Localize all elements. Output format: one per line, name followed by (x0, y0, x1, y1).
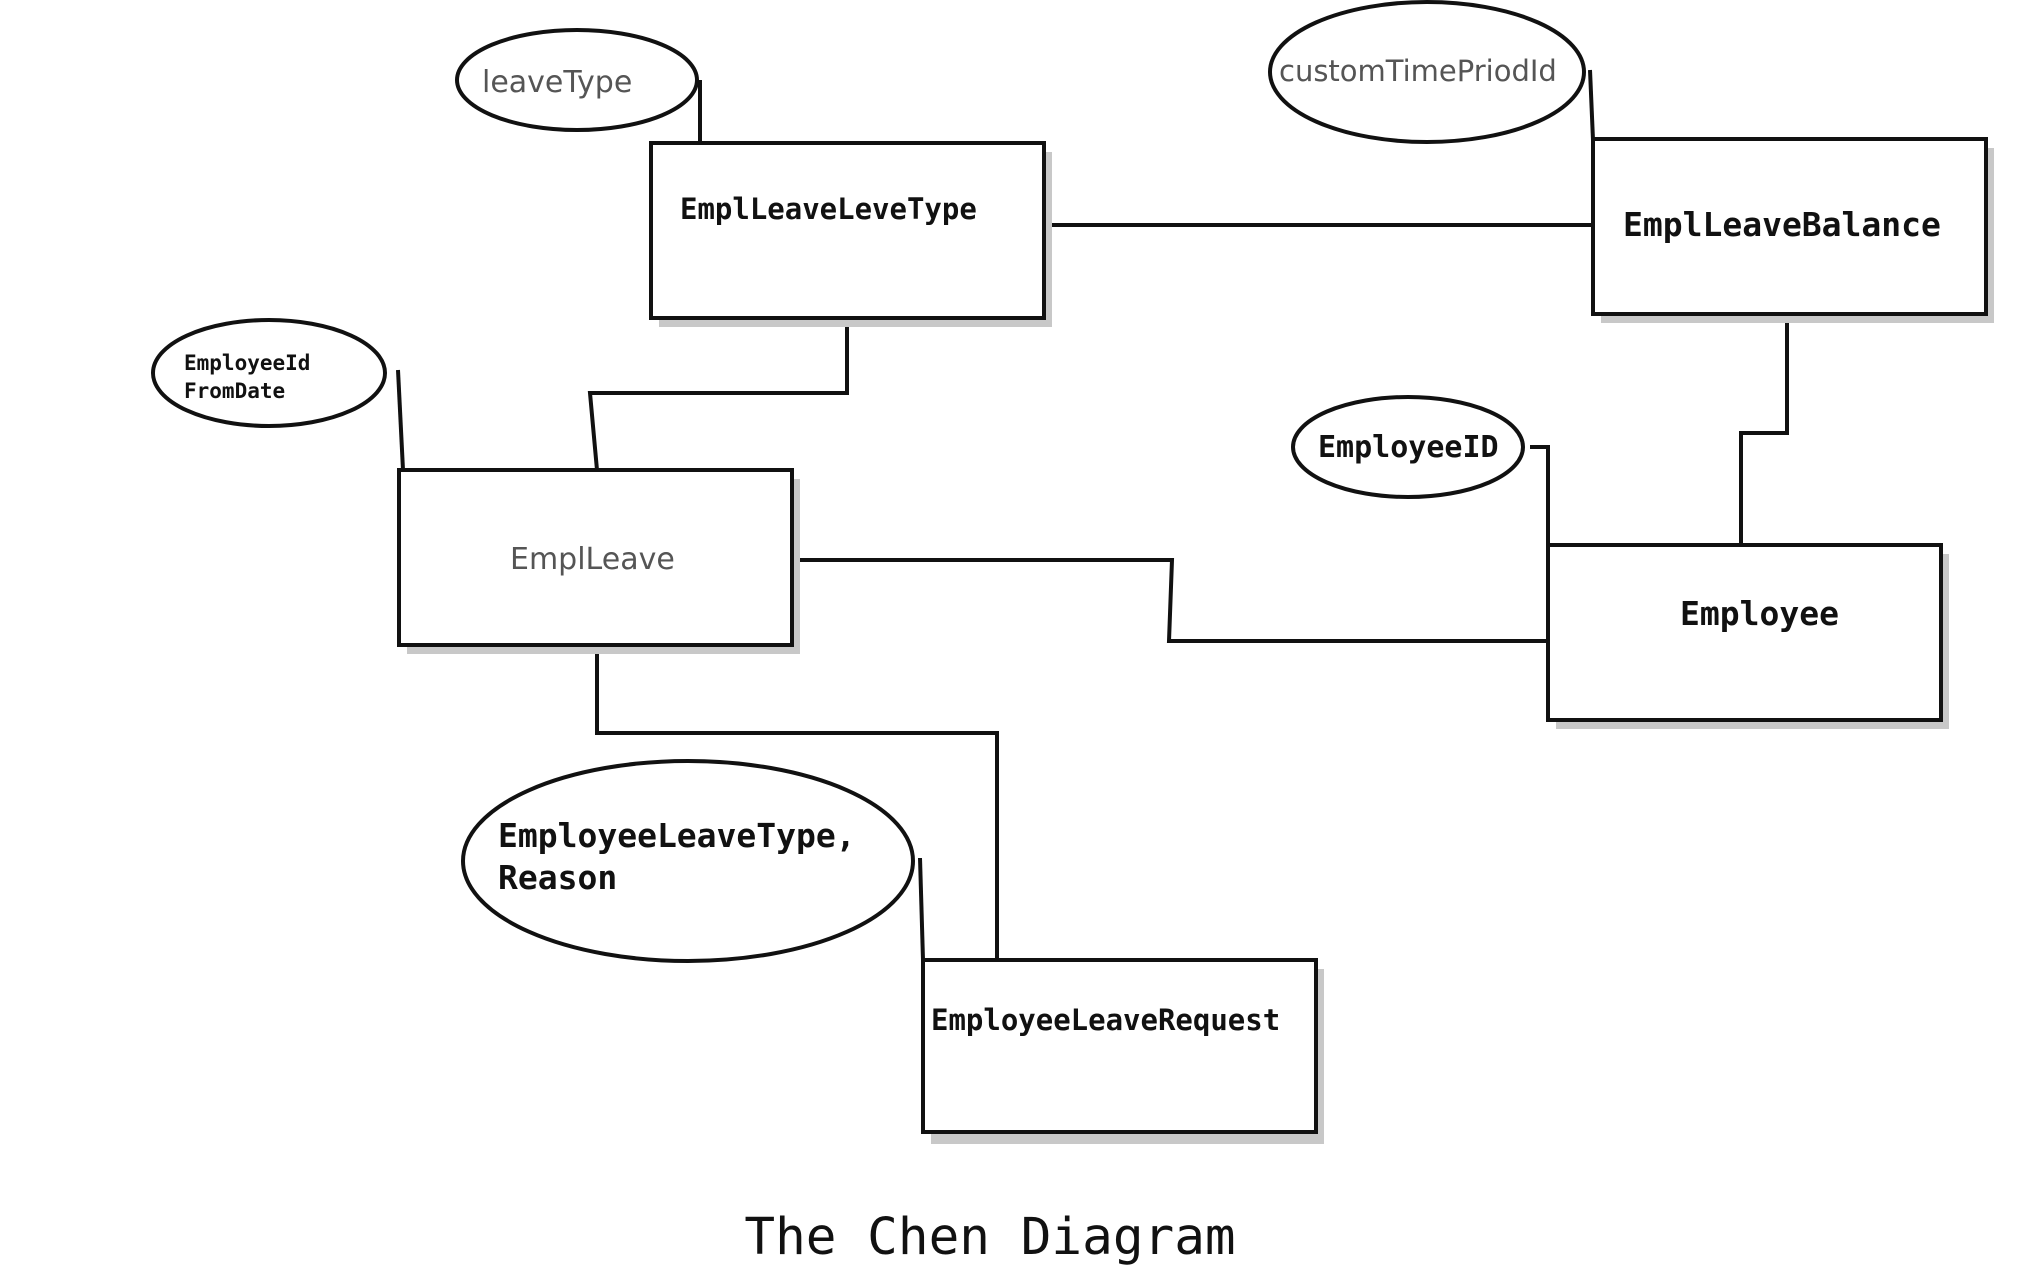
attribute-employeeid: EmployeeID (1291, 395, 1525, 499)
attribute-employeeid-fromdate: EmployeeId FromDate (151, 318, 387, 428)
entity-empl-leave-balance: EmplLeaveBalance (1591, 137, 1994, 323)
entity-employee-label: Employee (1680, 594, 1839, 633)
connector-empl-leave-to-employee (790, 558, 1546, 643)
attribute-employeeid-fromdate-line2: FromDate (184, 379, 285, 403)
attribute-employeeleavetype-reason-line2: Reason (498, 858, 617, 897)
connectors (396, 69, 1789, 961)
attribute-employeeid-label: EmployeeID (1318, 430, 1499, 465)
entity-employee-leave-request: EmployeeLeaveRequest (921, 958, 1324, 1144)
entity-empl-leave: EmplLeave (397, 468, 800, 654)
connector-empl-leave-balance-to-employee (1739, 310, 1789, 545)
connector-customtimepriodid-to-empl-leave-balance (1588, 69, 1595, 141)
attribute-customtimepriodid-label: customTimePriodId (1279, 54, 1557, 88)
attribute-leavetype: leaveType (455, 28, 699, 132)
entity-empl-leave-label: EmplLeave (510, 542, 675, 577)
entity-empl-leave-balance-label: EmplLeaveBalance (1623, 205, 1941, 244)
diagram-caption: The Chen Diagram (744, 1208, 1235, 1267)
attribute-employeeleavetype-reason-line1: EmployeeLeaveType, (498, 816, 856, 855)
entity-empl-leave-leve-type: EmplLeaveLeveType (649, 141, 1052, 327)
connector-attr-to-employee-leave-request (918, 857, 925, 961)
entity-employee-leave-request-label: EmployeeLeaveRequest (931, 1003, 1280, 1037)
entity-empl-leave-leve-type-label: EmplLeaveLeveType (680, 192, 977, 226)
entity-employee: Employee (1546, 543, 1949, 729)
attribute-employeeid-fromdate-line1: EmployeeId (184, 351, 310, 375)
connector-empl-leave-to-employee-leave-request (595, 645, 999, 960)
attribute-leavetype-label: leaveType (482, 65, 632, 100)
connector-empl-leave-leve-type-to-empl-leave (587, 318, 849, 471)
attribute-customtimepriodid: customTimePriodId (1268, 0, 1586, 144)
connector-employeeid-to-employee (1530, 445, 1550, 545)
connector-employeeid-fromdate-to-empl-leave (396, 369, 405, 471)
attribute-employeeleavetype-reason: EmployeeLeaveType, Reason (461, 759, 915, 963)
